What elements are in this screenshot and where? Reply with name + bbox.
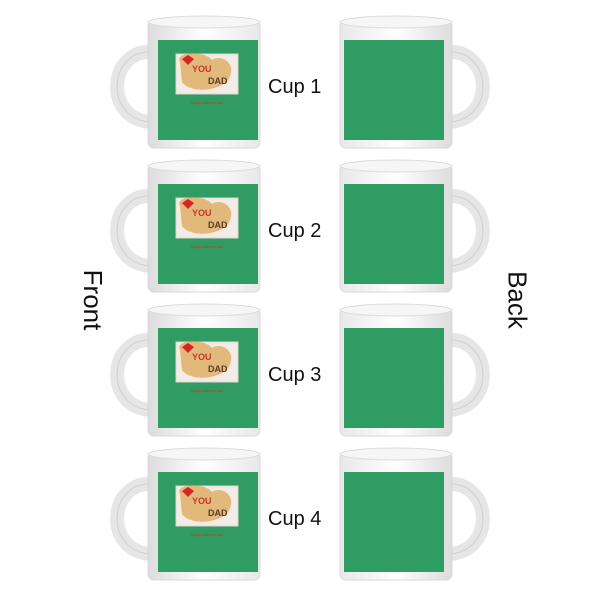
back-label: Back — [502, 271, 533, 329]
photo-dad-text: DAD — [208, 364, 228, 374]
back-mug — [336, 12, 496, 152]
photo-dad-text: DAD — [208, 76, 228, 86]
photo-you-text: YOU — [192, 496, 212, 506]
photo-you-text: YOU — [192, 352, 212, 362]
cup-label: Cup 2 — [268, 220, 322, 242]
cup-label: Cup 4 — [268, 508, 322, 530]
front-mug: YOU DAD happy fathers day — [104, 156, 264, 296]
front-mug: YOU DAD happy fathers day — [104, 12, 264, 152]
cup-label: Cup 1 — [268, 76, 322, 98]
photo-dad-text: DAD — [208, 508, 228, 518]
photo-you-text: YOU — [192, 208, 212, 218]
back-mug — [336, 300, 496, 440]
front-mug: YOU DAD happy fathers day — [104, 444, 264, 584]
print-caption: happy fathers day — [191, 388, 223, 393]
back-mug — [336, 444, 496, 584]
print-caption: happy fathers day — [191, 532, 223, 537]
print-caption: happy fathers day — [191, 244, 223, 249]
photo-dad-text: DAD — [208, 220, 228, 230]
photo-you-text: YOU — [192, 64, 212, 74]
cup-label: Cup 3 — [268, 364, 322, 386]
back-mug — [336, 156, 496, 296]
front-mug: YOU DAD happy fathers day — [104, 300, 264, 440]
print-caption: happy fathers day — [191, 100, 223, 105]
